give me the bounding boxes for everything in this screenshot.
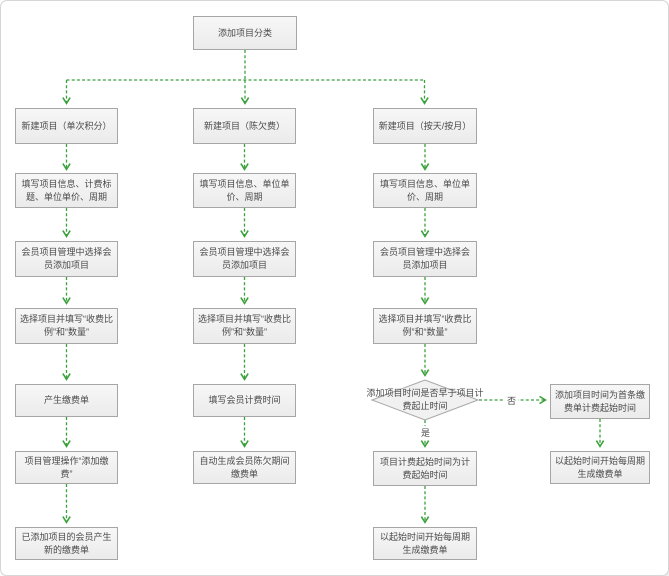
- flow-node-generate-bill-per-period-1: 以起始时间开始每周期生成缴费单: [373, 527, 477, 560]
- flow-node-fill-charge-ratio-quantity-2: 选择项目并填写“收费比例”和“数量”: [193, 308, 296, 344]
- flow-node-new-project-arrears: 新建项目（陈欠费）: [193, 108, 296, 144]
- flow-node-fill-charge-ratio-quantity-1: 选择项目并填写“收费比例”和“数量”: [15, 308, 118, 344]
- flow-node-members-generate-new-bill: 已添加项目的会员产生新的缴费单: [15, 527, 118, 560]
- flow-node-generate-payment-bill: 产生缴费单: [15, 384, 118, 417]
- flow-node-fill-charge-ratio-quantity-3: 选择项目并填写“收费比例”和“数量”: [373, 308, 477, 344]
- flow-node-fill-member-billing-time: 填写会员计费时间: [193, 384, 296, 417]
- flow-node-auto-generate-arrears-bill: 自动生成会员陈欠期间缴费单: [193, 451, 296, 484]
- flow-node-select-member-add-project-2: 会员项目管理中选择会员添加项目: [193, 241, 296, 277]
- flow-node-select-member-add-project-3: 会员项目管理中选择会员添加项目: [373, 241, 477, 277]
- flow-node-new-project-daily-monthly: 新建项目（按天/按月）: [373, 108, 477, 144]
- flow-node-generate-bill-per-period-2: 以起始时间开始每周期生成缴费单: [550, 451, 650, 484]
- flow-node-project-billing-start-time: 项目计费起始时间为计费起始时间: [373, 451, 477, 486]
- flow-node-fill-project-info-2: 填写项目信息、单位单价、周期: [193, 173, 296, 208]
- decision-label-no: 否: [505, 394, 519, 407]
- flow-node-project-mgmt-add-payment: 项目管理操作“添加缴费”: [15, 451, 118, 484]
- flow-node-select-member-add-project-1: 会员项目管理中选择会员添加项目: [15, 241, 118, 277]
- flow-node-fill-project-info-billing-title: 填写项目信息、计费标题、单位单价、周期: [15, 173, 118, 208]
- flow-node-new-project-single-points: 新建项目（单次积分）: [15, 108, 118, 144]
- decision-label-yes: 是: [419, 426, 433, 439]
- decision-add-time-earlier-than-billing-period: 添加项目时间是否早于项目计费起止时间: [366, 388, 484, 411]
- flow-node-fill-project-info-3: 填写项目信息、单位单价、周期: [373, 173, 477, 208]
- flow-node-add-time-first-bill-start: 添加项目时间为首条缴费单计费起始时间: [550, 384, 650, 419]
- flow-node-add-project-category: 添加项目分类: [193, 16, 297, 50]
